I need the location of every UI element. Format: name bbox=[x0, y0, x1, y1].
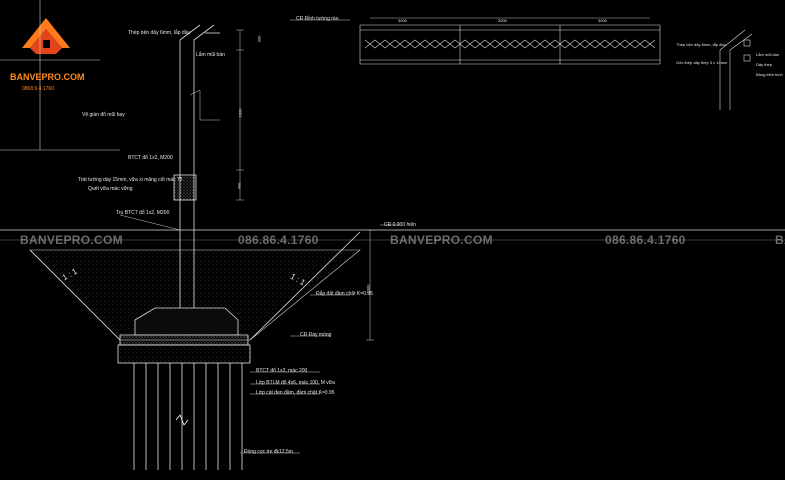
right-label-3: Bảng kẽm kính bbox=[756, 72, 783, 77]
dim-top: 300 bbox=[256, 35, 262, 43]
fill-note: Đắp đất đầm chặt K=0.95 bbox=[316, 291, 373, 297]
elevation-dim-1: 3000 bbox=[398, 18, 407, 23]
footing bbox=[117, 307, 251, 364]
watermark-phone: 086.86.4.1760 bbox=[605, 233, 686, 247]
paint-note: Quét vữa mác vững bbox=[88, 186, 133, 192]
dimension-lines bbox=[189, 29, 374, 341]
watermark-brand: BANVE bbox=[775, 233, 785, 247]
watermark-brand: BANVEPRO.COM bbox=[390, 233, 493, 247]
brand-logo-text: BANVEPRO.COM bbox=[10, 72, 85, 82]
right-label-2: Dây thép bbox=[756, 62, 773, 67]
material-layer-3: Lớp cát đen đầm, đầm chặt K=0.95 bbox=[256, 390, 335, 396]
elevation-dim-2: 3000 bbox=[498, 18, 507, 23]
fence-elevation bbox=[359, 17, 661, 65]
elevation-dim-3: 3000 bbox=[598, 18, 607, 23]
excavation-fill bbox=[29, 231, 361, 341]
cap-label: Lắm mũi bán bbox=[196, 52, 225, 58]
right-wire-note: Thép bện dây 6mm, lắp đầu bbox=[676, 42, 726, 47]
title-left: Vẽ giàn đổ mũi bay bbox=[82, 112, 125, 118]
frame-lines bbox=[0, 0, 350, 151]
wire-top-note: Thép bện dây 6mm, lắp đầu bbox=[128, 30, 191, 36]
material-layer-1: BTCT đổ 1x2, mác 200 bbox=[256, 368, 308, 374]
ground-line bbox=[0, 229, 785, 241]
watermark-brand: BANVEPRO.COM bbox=[20, 233, 123, 247]
brand-phone: 0868.6.4.1760 bbox=[22, 86, 54, 92]
logo-house-icon bbox=[22, 18, 70, 54]
post-detail bbox=[719, 29, 753, 110]
material-layer-2: Lớp BTLM đổ 4x6, mác 100, M vữa bbox=[256, 380, 335, 386]
dim-right: 1300 bbox=[365, 284, 371, 294]
plaster-note: Trát tường dày 15mm, vữa xi măng cốt mác… bbox=[78, 177, 183, 183]
column-concrete-note: BTCT đổ 1x2, M200 bbox=[128, 155, 173, 161]
watermark-phone: 086.86.4.1760 bbox=[238, 233, 319, 247]
right-wire-note-2: Gốc thép dây thép 3 x 14mm bbox=[676, 60, 728, 65]
dim-mid: 1000 bbox=[237, 108, 243, 118]
leader-lines bbox=[119, 214, 400, 454]
right-label-1: Lắm mũi bán bbox=[756, 52, 780, 57]
foundation-level-note: CĐ Đáy móng bbox=[300, 332, 332, 338]
top-level-note: CĐ Đỉnh tường rào bbox=[296, 16, 339, 22]
column-base-note: Trụ BTCT đổ 1x2, M200 bbox=[116, 210, 170, 216]
ground-level-note: CĐ 0.000 hiện bbox=[384, 222, 416, 228]
dim-low: 400 bbox=[236, 182, 242, 190]
pile-note: Đóng cọc tre đk12,5m bbox=[244, 449, 293, 455]
wall-column bbox=[173, 24, 220, 310]
bamboo-piles bbox=[133, 363, 243, 470]
